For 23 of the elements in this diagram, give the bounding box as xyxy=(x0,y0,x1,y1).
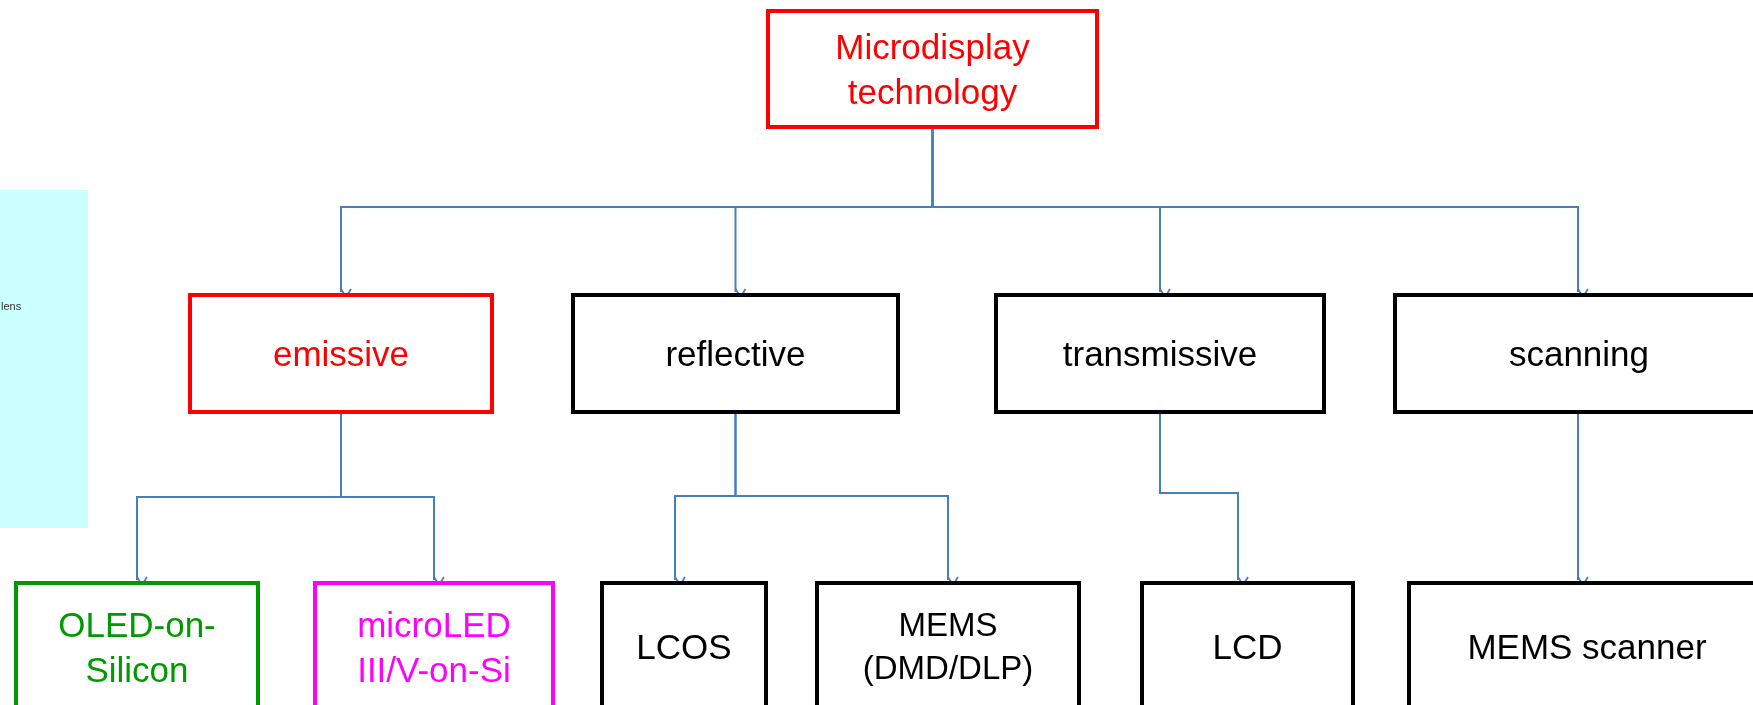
category-box xyxy=(571,293,900,414)
category-box xyxy=(1393,293,1753,414)
category-box xyxy=(14,581,260,705)
box-label: LCOS xyxy=(636,626,732,669)
box-label: OLED-on-Silicon xyxy=(57,603,217,691)
category-box xyxy=(766,9,1099,129)
box-label: LCD xyxy=(1212,626,1283,669)
category-box xyxy=(600,581,768,705)
category-box xyxy=(1407,581,1753,705)
box-label: microLED III/V-on-Si xyxy=(356,603,512,691)
category-box xyxy=(994,293,1326,414)
category-box xyxy=(1140,581,1355,705)
category-box xyxy=(815,581,1081,705)
box-label: transmissive xyxy=(1062,332,1258,375)
box-label: MEMS scanner xyxy=(1467,626,1707,669)
panel-note: lens xyxy=(1,300,22,312)
category-box xyxy=(188,293,494,414)
box-label: scanning xyxy=(1508,332,1650,375)
box-label: MEMS (DMD/DLP) xyxy=(861,605,1035,688)
box-label: emissive xyxy=(272,332,410,375)
box-label: reflective xyxy=(665,332,806,375)
category-box xyxy=(313,581,555,705)
box-label: Microdisplay technology xyxy=(834,25,1031,113)
